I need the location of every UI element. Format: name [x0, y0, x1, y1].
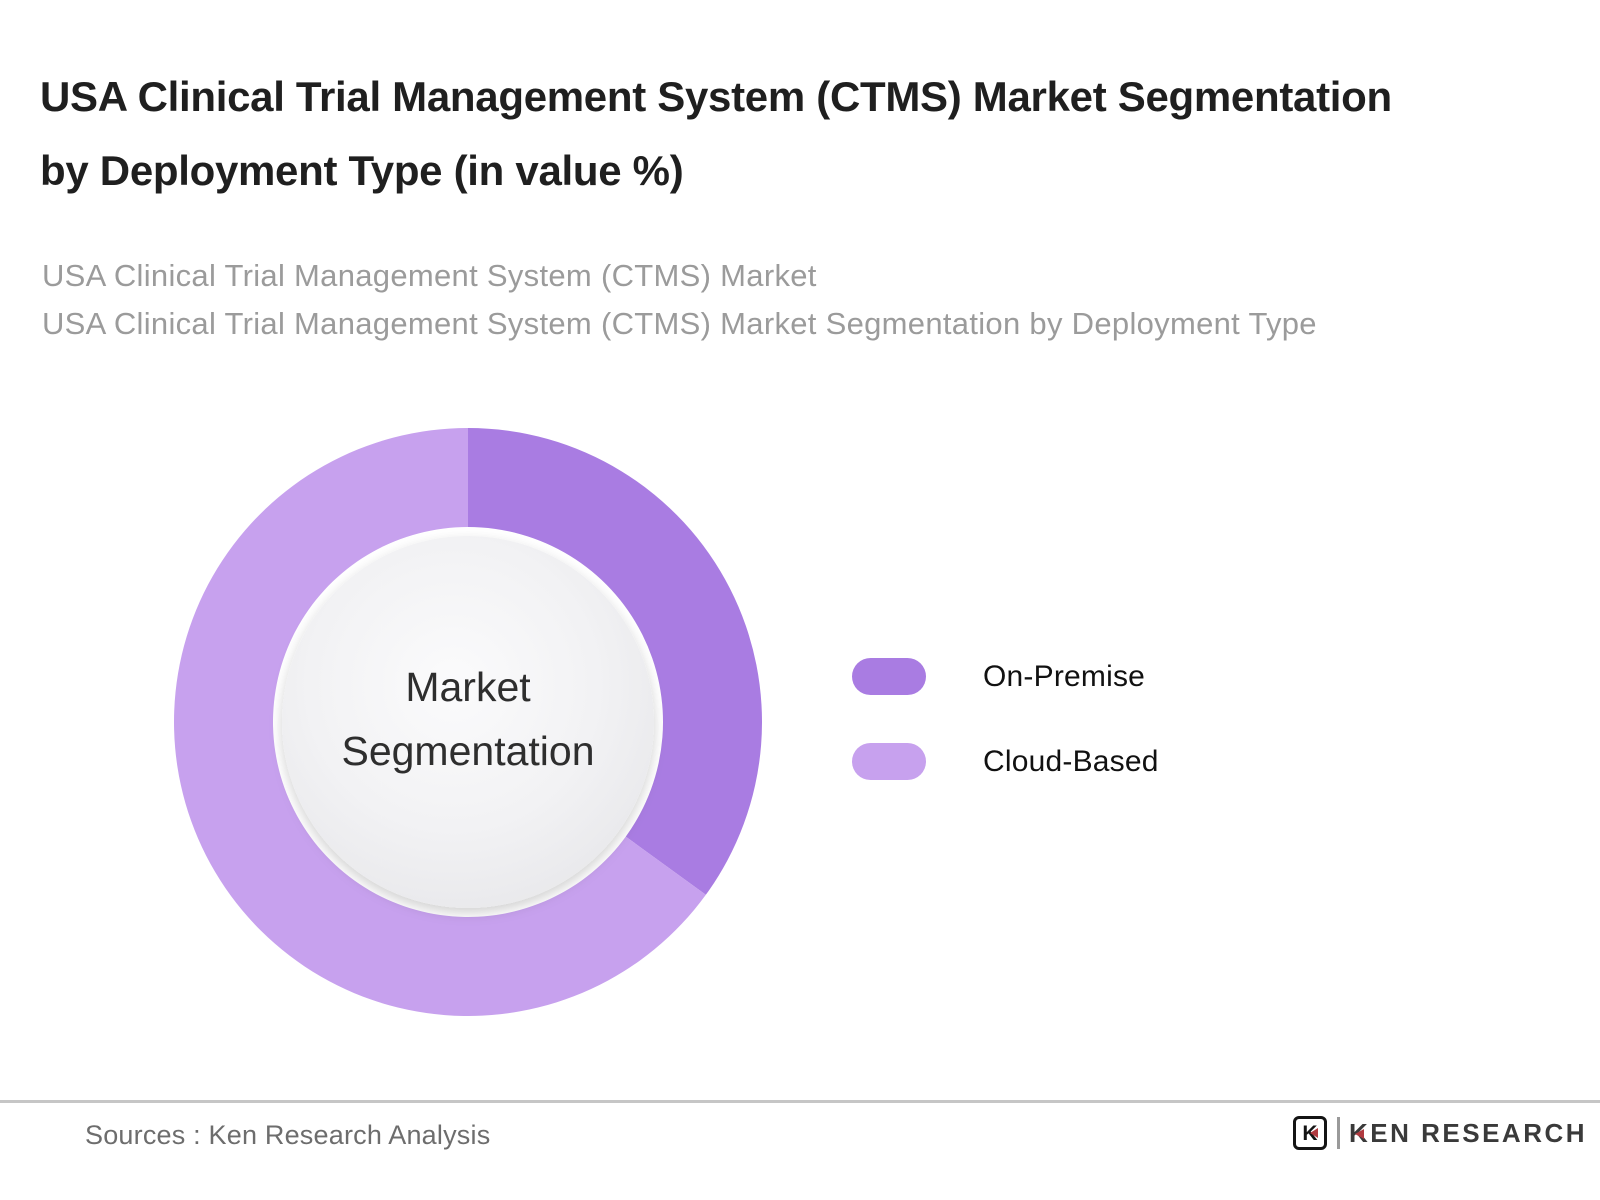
legend-swatch-cloud-based: [852, 743, 926, 780]
logo-divider-bar: [1337, 1117, 1340, 1149]
sources-note: Sources : Ken Research Analysis: [85, 1120, 491, 1150]
donut-center-circle: [282, 536, 654, 908]
chart-legend: On-Premise Cloud-Based: [852, 658, 1159, 780]
logo-badge-k: K: [1302, 1121, 1318, 1145]
ken-research-logo: K KEN RESEARCH: [1293, 1112, 1587, 1154]
donut-segment-cloud-based: [174, 428, 706, 1016]
donut-chart: Market Segmentation: [174, 428, 762, 1016]
logo-text-wrap: KEN RESEARCH: [1349, 1118, 1587, 1149]
logo-badge-red-triangle-icon: [1310, 1128, 1318, 1138]
legend-item-on-premise: On-Premise: [852, 658, 1159, 695]
donut-segments: [174, 428, 762, 1016]
logo-text-red-triangle-icon: [1355, 1128, 1364, 1139]
legend-label-cloud-based: Cloud-Based: [983, 744, 1159, 778]
subtitle-line-2: USA Clinical Trial Management System (CT…: [42, 306, 1317, 342]
donut-center-label: Market Segmentation: [341, 663, 595, 774]
subtitle-line-1: USA Clinical Trial Management System (CT…: [42, 258, 817, 293]
logo-badge: K: [1293, 1116, 1327, 1150]
legend-item-cloud-based: Cloud-Based: [852, 743, 1159, 780]
page-title: USA Clinical Trial Management System (CT…: [40, 73, 1392, 194]
chart-subtitle: USA Clinical Trial Management System (CT…: [42, 252, 1582, 348]
donut-svg: [174, 428, 762, 1016]
legend-label-on-premise: On-Premise: [983, 659, 1146, 693]
footer-divider: [0, 1100, 1600, 1103]
donut-segment-on-premise: [468, 428, 762, 895]
legend-swatch-on-premise: [852, 658, 926, 695]
logo-text: KEN RESEARCH: [1349, 1117, 1588, 1148]
